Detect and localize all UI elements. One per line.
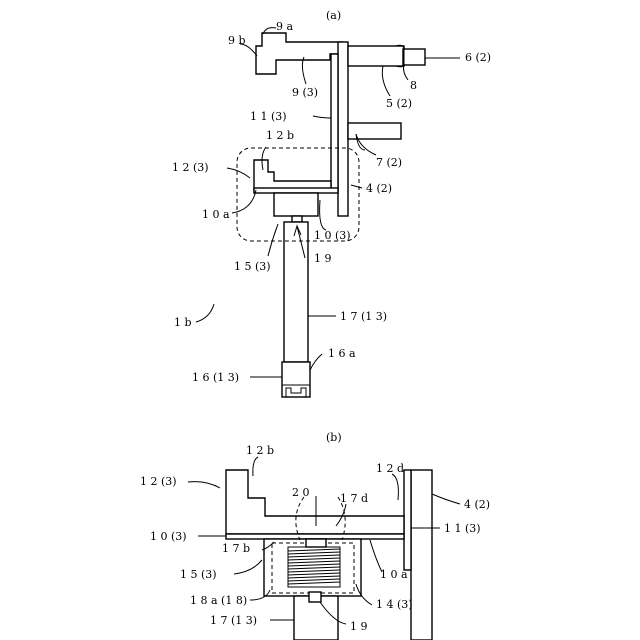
view-b: (b)	[140, 431, 490, 640]
rod-11-b	[404, 470, 411, 570]
label-12-3: 1 2 (3)	[172, 161, 209, 174]
plate-10	[254, 188, 338, 193]
label-19: 1 9	[314, 252, 332, 265]
body-15	[274, 193, 318, 216]
part-19	[292, 216, 302, 222]
label-9b: 9 b	[228, 34, 246, 47]
label-17d-b: 1 7 d	[340, 492, 368, 505]
label-7-2: 7 (2)	[376, 156, 402, 169]
label-15-3-b: 1 5 (3)	[180, 568, 217, 581]
label-1b: 1 b	[174, 316, 192, 329]
label-20-b: 2 0	[292, 486, 310, 499]
column-17	[284, 222, 308, 362]
label-12b-b: 1 2 b	[246, 444, 274, 457]
label-4-2-b: 4 (2)	[464, 498, 490, 511]
label-6-2: 6 (2)	[465, 51, 491, 64]
label-12d-b: 1 2 d	[376, 462, 404, 475]
view-a: (a)	[172, 9, 491, 397]
caption-b: (b)	[326, 431, 342, 444]
label-10-3-b: 1 0 (3)	[150, 530, 187, 543]
rod-top-17b	[306, 539, 326, 547]
plate-10-b	[226, 534, 404, 539]
label-8: 8	[410, 79, 417, 92]
arm-5	[348, 46, 404, 66]
end-piece-6	[403, 49, 425, 65]
label-9a: 9 a	[276, 20, 293, 33]
label-17-13: 1 7 (1 3)	[340, 310, 387, 323]
label-11-3-b: 1 1 (3)	[444, 522, 481, 535]
label-4-2: 4 (2)	[366, 182, 392, 195]
label-16a: 1 6 a	[328, 347, 356, 360]
label-11-3: 1 1 (3)	[250, 110, 287, 123]
label-17b-b: 1 7 b	[222, 542, 250, 555]
label-16-13: 1 6 (1 3)	[192, 371, 239, 384]
label-10-3: 1 0 (3)	[314, 229, 351, 242]
lower-bracket-12	[254, 160, 331, 192]
label-9-3: 9 (3)	[292, 86, 318, 99]
label-19-b: 1 9	[350, 620, 368, 633]
label-10a-b: 1 0 a	[380, 568, 408, 581]
label-12b: 1 2 b	[266, 129, 294, 142]
label-15-3: 1 5 (3)	[234, 260, 271, 273]
label-17-13-b: 1 7 (1 3)	[210, 614, 257, 627]
label-14-3-b: 1 4 (3)	[376, 598, 413, 611]
upper-bracket-9	[256, 33, 342, 74]
label-12-3-b: 1 2 (3)	[140, 475, 177, 488]
plate-4-b	[411, 470, 432, 640]
label-5-2: 5 (2)	[386, 97, 412, 110]
bracket-12-b	[226, 470, 404, 534]
label-10a: 1 0 a	[202, 208, 230, 221]
caption-a: (a)	[326, 9, 341, 22]
part-19-b	[309, 592, 321, 602]
plate-4	[338, 42, 348, 216]
label-18a-18-b: 1 8 a (1 8)	[190, 594, 247, 607]
rod-11	[331, 54, 338, 192]
